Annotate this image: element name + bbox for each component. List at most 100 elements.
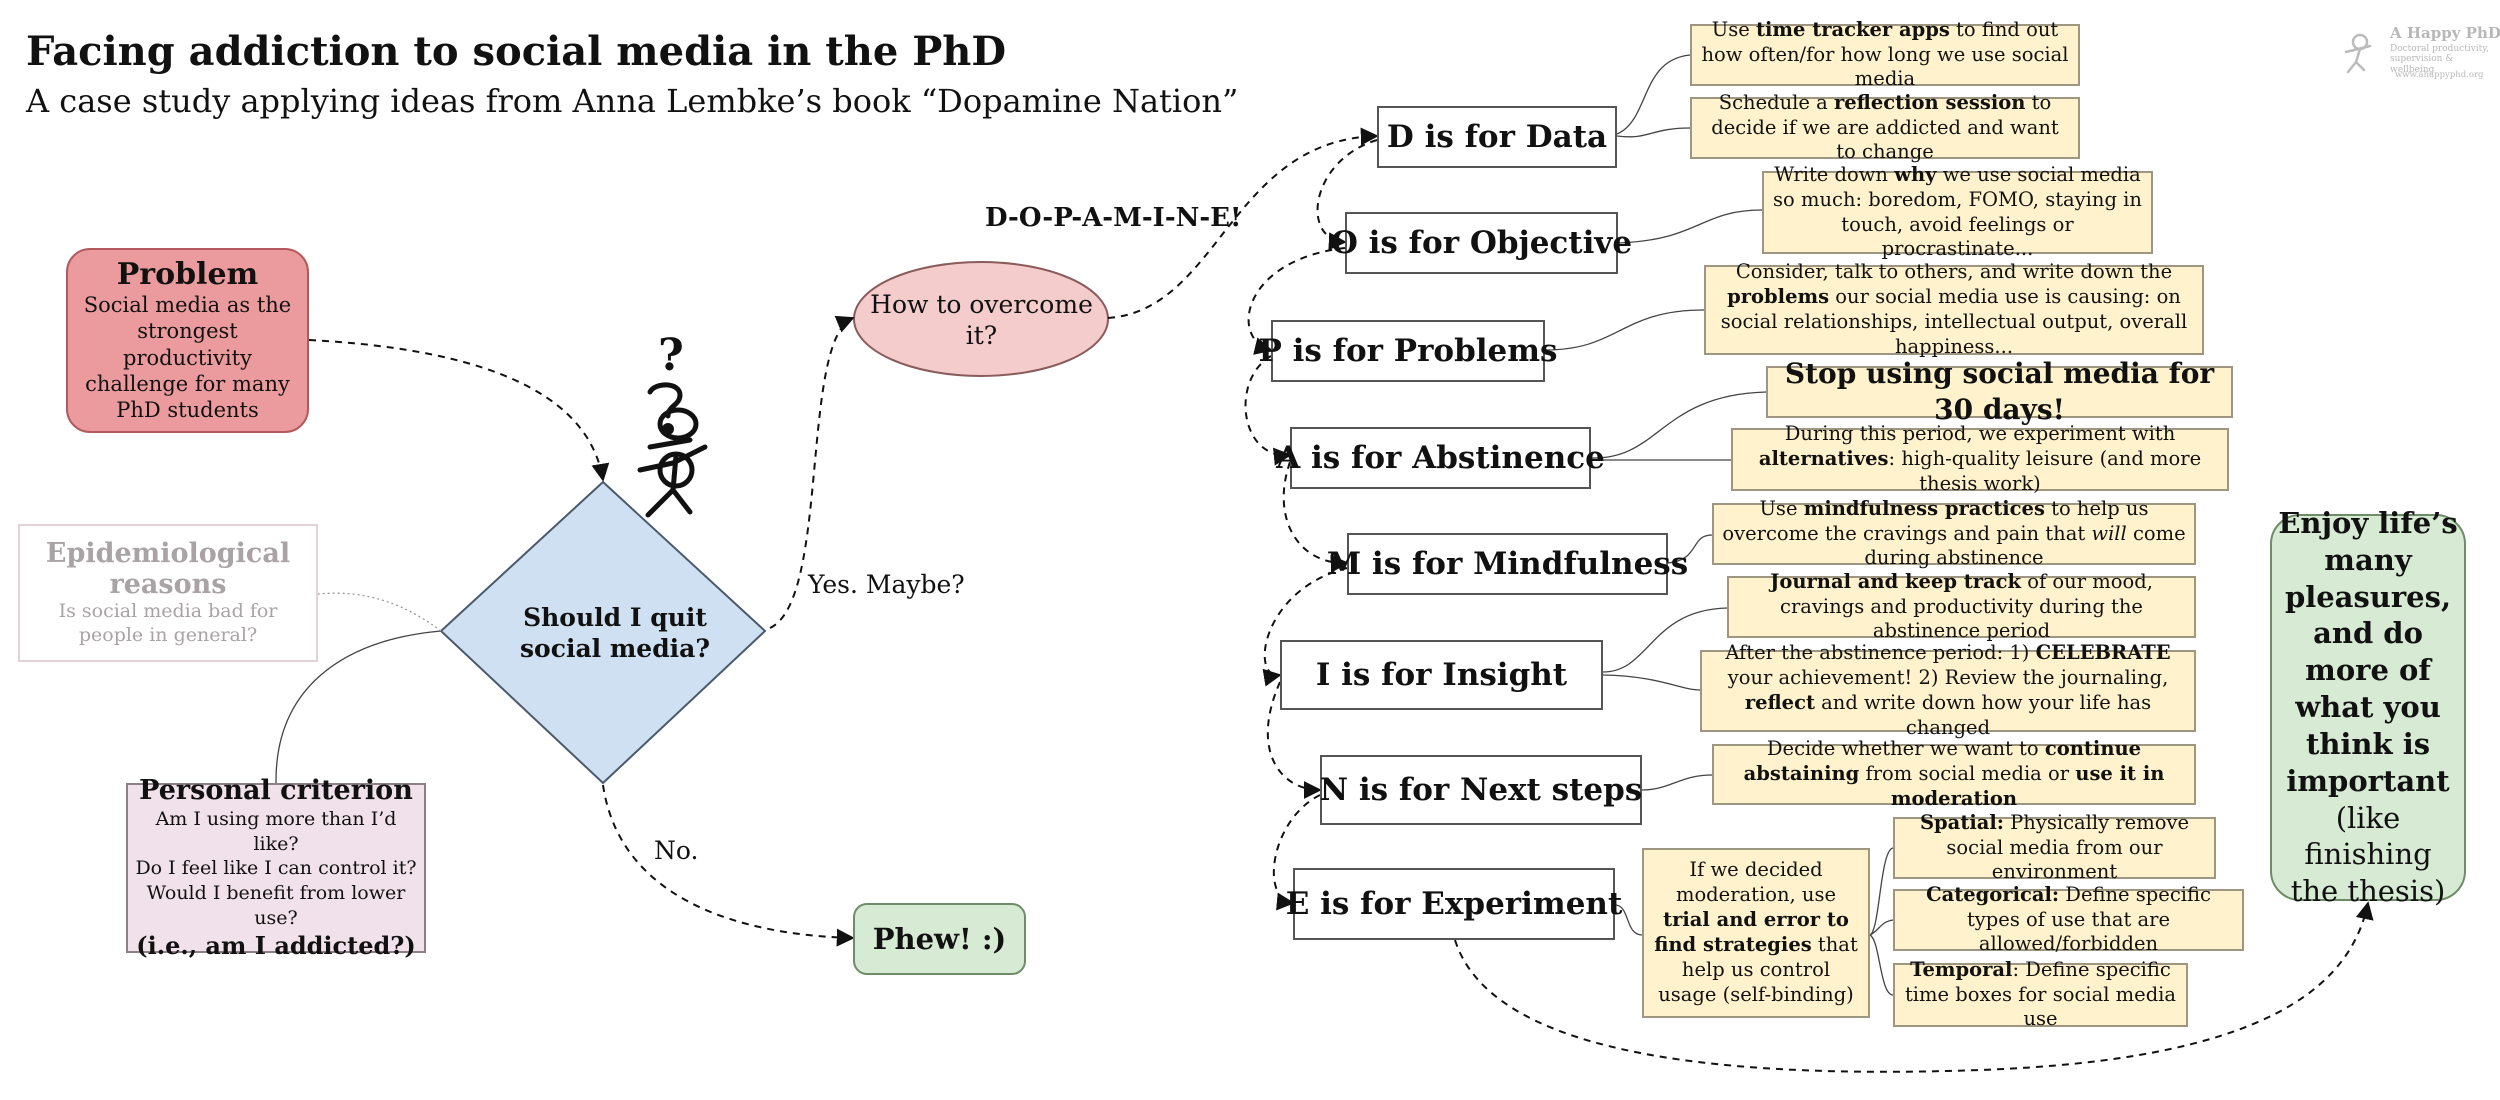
note-data-tracker: Use time tracker apps to find out how of… (1690, 18, 2080, 90)
question-mark-icon: ? (658, 330, 684, 381)
note-text: we use social media so much: boredom, FO… (1773, 162, 2142, 261)
note-spatial: Spatial: Physically remove social media … (1893, 811, 2216, 883)
phew-node: Phew! :) (853, 903, 1026, 975)
decision-label: Should I quit social media? (519, 602, 711, 663)
note-trial-error: If we decided moderation, use trial and … (1642, 848, 1870, 1018)
edge-experiment-enjoy (1454, 901, 2374, 1073)
edge-data-note2 (1616, 127, 1691, 138)
note-emphasis: continue abstaining (1743, 737, 2142, 786)
note-text: Write down (1774, 162, 1895, 186)
problem-title: Problem (116, 256, 259, 292)
enjoy-node: Enjoy life’s many pleasures, and do more… (2270, 506, 2466, 908)
edge-objective-problems (1247, 247, 1346, 355)
note-emphasis: Categorical: (1926, 882, 2060, 906)
note-next-decision: Decide whether we want to continue absta… (1712, 737, 2196, 810)
note-alternatives: During this period, we experiment with a… (1731, 422, 2229, 495)
note-temporal: Temporal: Define specific time boxes for… (1893, 958, 2188, 1030)
edge-decision-personal (275, 630, 442, 784)
note-text: that help us control usage (self-binding… (1658, 933, 1858, 1006)
note-text: Decide whether we want to (1766, 737, 2045, 761)
edge-insight-note2 (1602, 674, 1701, 691)
note-text: to help us overcome the cravings and pai… (1722, 496, 2149, 545)
decision-diamond (439, 480, 767, 785)
note-text: from social media or (1859, 762, 2076, 786)
edge-problem-decision (308, 339, 610, 482)
personal-title: Personal criterion (139, 774, 413, 806)
edge-insight-note1 (1602, 607, 1728, 673)
edge-abstinence-note1 (1590, 391, 1767, 459)
step-mindfulness: M is for Mindfulness (1327, 533, 1688, 595)
note-data-reflection: Schedule a reflection session to decide … (1690, 91, 2080, 163)
note-emphasis: reflect (1744, 691, 1815, 714)
note-emphasis: why (1894, 162, 1937, 186)
logo-title: A Happy PhD (2390, 24, 2500, 42)
edge-decision-overcome (769, 315, 855, 629)
note-emphasis: alternatives (1758, 447, 1889, 471)
edge-insight-next (1266, 681, 1322, 799)
step-abstinence: A is for Abstinence (1276, 427, 1605, 489)
page-subtitle: A case study applying ideas from Anna Le… (26, 82, 1239, 120)
edge-abstinence-mindfulness (1282, 461, 1349, 573)
edge-overcome-data (1107, 127, 1379, 319)
edge-decision-epidemiological (317, 592, 442, 632)
edge-decision-phew (602, 784, 855, 947)
epidemiological-body: Is social media bad for people in genera… (58, 600, 278, 647)
note-text: During this period, we experiment with (1784, 422, 2176, 446)
note-emphasis: reflection session (1833, 90, 2026, 114)
note-text: our social media use is causing: on soci… (1720, 285, 2188, 358)
note-emphasis: Temporal (1910, 957, 2013, 981)
yes-label: Yes. Maybe? (808, 570, 965, 599)
note-emphasis: use it in moderation (1890, 762, 2165, 810)
note-stop-30-days: Stop using social media for 30 days! (1766, 357, 2233, 426)
step-problems: P is for Problems (1259, 320, 1558, 382)
note-text: Use (1759, 496, 1804, 520)
logo: A Happy PhD Doctoral productivity, super… (2340, 22, 2500, 90)
note-text: to find out how often/for how long we us… (1701, 17, 2069, 91)
note-text: come during abstinence (1864, 521, 2186, 570)
note-mindfulness: Use mindfulness practices to help us ove… (1712, 497, 2196, 569)
personal-question-2: Do I feel like I can control it? (135, 857, 417, 880)
note-italic: will (2091, 521, 2127, 545)
overcome-node: How to overcome it? (870, 289, 1093, 350)
note-text: Physically remove social media from our … (1946, 810, 2190, 884)
note-categorical: Categorical: Define specific types of us… (1893, 883, 2244, 955)
stick-figure-icon (637, 382, 708, 518)
epidemiological-node: Epidemiological reasons Is social media … (18, 524, 318, 662)
note-emphasis: Journal and keep track (1770, 569, 2022, 593)
note-text: Consider, talk to others, and write down… (1735, 260, 2173, 284)
personal-question-3: Would I benefit from lower use? (146, 881, 406, 929)
personal-question-1: Am I using more than I’d like? (155, 807, 397, 855)
edge-strategy-temporal (1869, 934, 1894, 996)
personal-criterion-node: Personal criterion Am I using more than … (126, 775, 426, 960)
step-next-steps: N is for Next steps (1320, 755, 1642, 825)
edge-problems-note (1544, 309, 1705, 351)
enjoy-subtitle: (like finishing the thesis) (2290, 800, 2446, 909)
note-journal: Journal and keep track of our mood, crav… (1727, 570, 2196, 642)
note-emphasis: time tracker apps (1755, 17, 1950, 41)
note-text: of our mood, cravings and productivity d… (1780, 569, 2153, 643)
personal-final: (i.e., am I addicted?) (136, 931, 416, 961)
note-text: After the abstinence period: 1) (1725, 641, 2036, 665)
note-emphasis: trial and error to find strategies (1654, 908, 1849, 956)
dopamine-label: D-O-P-A-M-I-N-E! (985, 203, 1242, 233)
edge-mindfulness-note (1667, 534, 1713, 564)
note-celebrate: After the abstinence period: 1) CELEBRAT… (1700, 641, 2196, 739)
problem-body: Social media as the strongest productivi… (83, 293, 292, 423)
note-text: your achievement! 2) Review the journali… (1727, 666, 2169, 690)
epidemiological-title: Epidemiological reasons (45, 538, 291, 601)
note-text: and write down how your life has changed (1814, 691, 2152, 739)
step-objective: O is for Objective (1331, 212, 1632, 274)
note-objective-why: Write down why we use social media so mu… (1762, 163, 2153, 260)
edge-data-note1 (1616, 54, 1691, 135)
problem-node: Problem Social media as the strongest pr… (66, 248, 309, 433)
step-insight: I is for Insight (1280, 640, 1603, 710)
enjoy-title: Enjoy life’s many pleasures, and do more… (2278, 505, 2458, 798)
edge-strategy-spatial (1869, 847, 1894, 936)
logo-tagline: Doctoral productivity, supervision & wel… (2390, 44, 2490, 75)
edge-experiment-note (1614, 904, 1643, 936)
edge-strategy-categorical (1869, 919, 1894, 936)
logo-icon (2344, 33, 2372, 74)
edge-data-objective (1316, 139, 1378, 251)
note-text: : Define specific time boxes for social … (1904, 957, 2177, 1031)
note-text: If we decided moderation, use (1675, 858, 1837, 907)
